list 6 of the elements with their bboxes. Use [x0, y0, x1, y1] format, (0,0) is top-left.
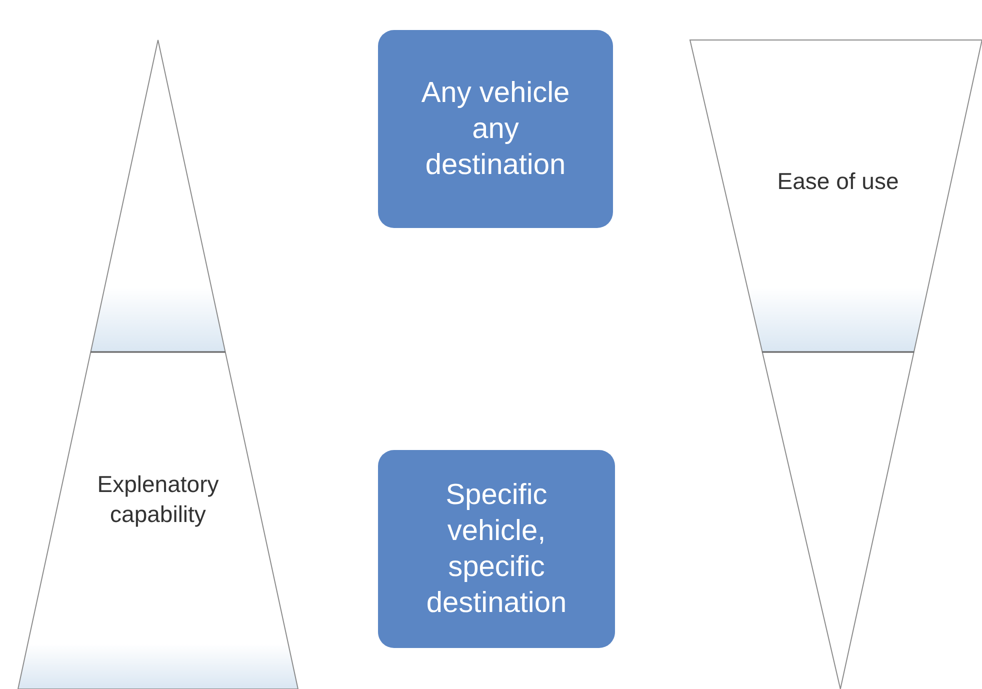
- rounded-box: Any vehicle any destination: [378, 30, 613, 228]
- triangle-shape: [690, 40, 982, 689]
- shape-label: Explenatory capability: [96, 470, 220, 529]
- shape-label: Ease of use: [776, 167, 900, 196]
- rounded-box: Specific vehicle, specific destination: [378, 450, 615, 648]
- triangle-shape: [18, 40, 298, 689]
